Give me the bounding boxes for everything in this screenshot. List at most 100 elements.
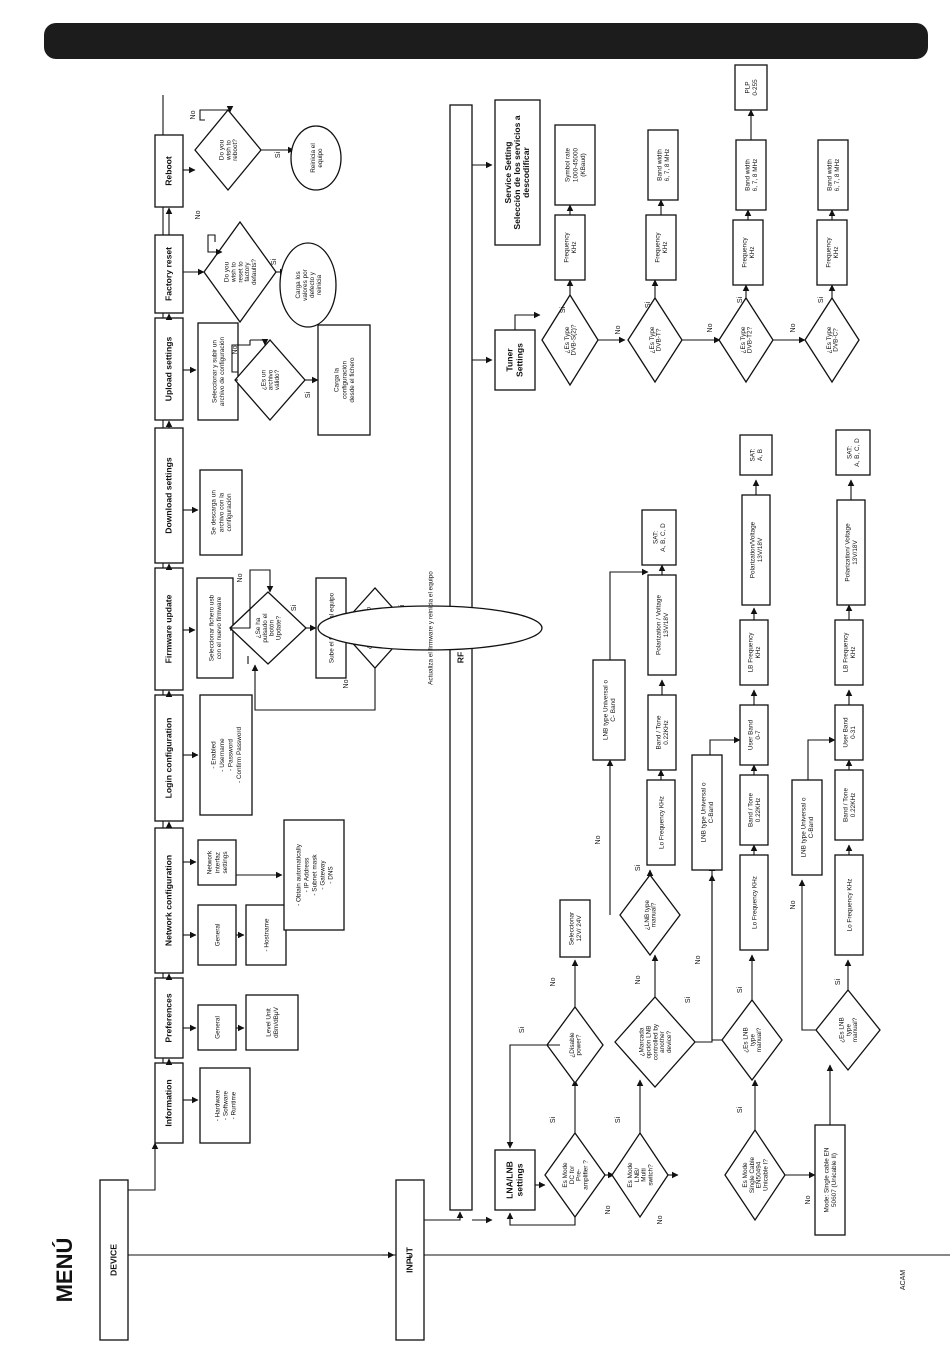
no-label: No xyxy=(635,975,642,984)
fw-select-box[interactable] xyxy=(196,577,234,679)
frequency-s[interactable] xyxy=(554,214,586,281)
device-node[interactable] xyxy=(99,1179,129,1341)
download-text-box[interactable] xyxy=(199,469,243,556)
bandwidth-t2[interactable] xyxy=(735,139,767,211)
flow-connector xyxy=(798,879,816,1031)
lnb-universal-1-label: LNB type Universal oC- Band xyxy=(603,680,618,740)
device-node-label: DEVICE xyxy=(108,1244,118,1276)
user-band-3[interactable] xyxy=(834,704,864,761)
lnb-universal-3[interactable] xyxy=(791,779,823,876)
flow-connector xyxy=(199,105,234,121)
net-items-box-label: - Obtain automatically- IP Address- Subn… xyxy=(295,843,334,906)
rf-node-label: RF xyxy=(455,652,465,663)
symbol-rate-box-label: Symbol rate1000-45000(KBaud) xyxy=(565,148,587,183)
reboot-result-oval-label: Reinicia elequipo xyxy=(310,143,324,172)
lnb-manual-3-diamond[interactable] xyxy=(815,988,881,1072)
lnb-universal-3-label: LNB type Universal oC-Band xyxy=(801,797,816,857)
frequency-c[interactable] xyxy=(816,219,848,286)
net-items-box[interactable] xyxy=(283,819,345,931)
no-label: No xyxy=(657,1215,664,1224)
symbol-rate-box[interactable] xyxy=(554,124,596,206)
flow-connector xyxy=(251,664,376,711)
plp-box[interactable] xyxy=(734,64,768,111)
polarization-1[interactable] xyxy=(647,574,677,676)
service-setting-node[interactable] xyxy=(494,99,541,246)
dvbt-diamond-label: ¿Es TypeDVB-T? xyxy=(649,326,663,353)
no-label: No xyxy=(790,323,797,332)
yes-label: Si xyxy=(635,864,642,871)
sat-2[interactable] xyxy=(739,434,773,476)
lnb-manual-3-diamond-label: ¿Es LNBtypemanual? xyxy=(839,1017,860,1043)
yes-label: Si xyxy=(645,301,652,308)
lb-frequency-3[interactable] xyxy=(834,619,864,686)
lo-frequency-3[interactable] xyxy=(834,854,864,956)
lnb-universal-1[interactable] xyxy=(592,659,626,761)
hostname-box[interactable] xyxy=(245,904,287,966)
lb-frequency-2[interactable] xyxy=(739,619,769,686)
lo-frequency-2[interactable] xyxy=(739,854,769,951)
yes-label: Si xyxy=(685,996,692,1003)
flow-connector xyxy=(231,340,251,373)
upload-load-box[interactable] xyxy=(317,324,371,436)
menu-network-label: Network configuration xyxy=(163,855,173,946)
sat-3-label: SAT:A, B, C, D xyxy=(847,438,862,467)
factory-load-oval[interactable] xyxy=(279,242,337,328)
net-iface-box-label: Networkinterfazsettings xyxy=(207,850,229,874)
no-label: No xyxy=(232,345,239,354)
frequency-t[interactable] xyxy=(645,214,677,281)
band-tone-2[interactable] xyxy=(739,774,769,846)
menu-download[interactable] xyxy=(154,427,184,564)
lnb-manual-2-diamond[interactable] xyxy=(721,998,783,1082)
service-setting-node-label: Service SettingSelección de los servicio… xyxy=(503,115,531,229)
polarization-3[interactable] xyxy=(836,499,866,606)
lnb-universal-2[interactable] xyxy=(691,754,723,871)
hostname-box-label: - Hostname xyxy=(263,918,270,951)
login-items-box[interactable] xyxy=(199,694,253,816)
menu-firmware-label: Firmware update xyxy=(163,594,173,663)
frequency-s-label: FrequencyKHz xyxy=(564,232,579,263)
dvbc-diamond[interactable] xyxy=(804,296,860,384)
menu-network[interactable] xyxy=(154,827,184,974)
information-items-box[interactable] xyxy=(199,1067,251,1144)
lnb-multi-diamond-label: Es ModeLNB/Multiswitch? xyxy=(627,1162,654,1188)
menu-upload[interactable] xyxy=(154,317,184,421)
yes-label: Si xyxy=(560,306,567,313)
frequency-t2[interactable] xyxy=(732,219,764,286)
disable-power-diamond[interactable] xyxy=(546,1005,604,1085)
no-label: No xyxy=(595,835,602,844)
level-unit-box[interactable] xyxy=(245,994,299,1051)
menu-preferences[interactable] xyxy=(154,977,184,1059)
net-general-box[interactable] xyxy=(197,904,237,966)
factory-q-diamond-label: Do youwish toreset tofactorydefaults? xyxy=(224,259,258,285)
sat-3[interactable] xyxy=(835,429,871,476)
lnb-manual-diamond[interactable] xyxy=(619,873,681,957)
rf-node[interactable] xyxy=(449,104,473,1211)
polarization-2[interactable] xyxy=(741,494,771,606)
band-tone-3[interactable] xyxy=(834,769,864,841)
net-general-box-label: General xyxy=(214,924,221,947)
band-tone-3-label: Band / Tone0.22KHz xyxy=(843,788,858,822)
no-label: No xyxy=(707,323,714,332)
bandwidth-t[interactable] xyxy=(647,129,679,201)
no-label: No xyxy=(695,955,702,964)
menu-firmware[interactable] xyxy=(154,567,184,691)
sat-1[interactable] xyxy=(641,509,677,566)
lna-settings-node[interactable] xyxy=(494,1149,536,1211)
menu-login-label: Login configuration xyxy=(163,718,173,799)
net-iface-box[interactable] xyxy=(197,839,237,886)
yes-label: Si xyxy=(737,986,744,993)
marcada-diamond-label: ¿Marcadaopción LNBcontrolled byanotherde… xyxy=(639,1023,673,1060)
menu-reboot[interactable] xyxy=(154,134,184,208)
menu-information[interactable] xyxy=(154,1062,184,1144)
menu-factory[interactable] xyxy=(154,234,184,314)
select-voltage-box[interactable] xyxy=(559,899,591,958)
input-node[interactable] xyxy=(395,1179,425,1341)
fw-final-oval[interactable] xyxy=(317,605,543,651)
menu-login[interactable] xyxy=(154,694,184,822)
lnb-manual-diamond-label: ¿LNB typemanual? xyxy=(644,899,658,930)
menu-reboot-label: Reboot xyxy=(163,156,173,186)
yes-label: Si xyxy=(615,1116,622,1123)
no-label: No xyxy=(195,210,202,219)
reboot-result-oval[interactable] xyxy=(290,125,342,191)
bandwidth-c[interactable] xyxy=(817,139,849,211)
